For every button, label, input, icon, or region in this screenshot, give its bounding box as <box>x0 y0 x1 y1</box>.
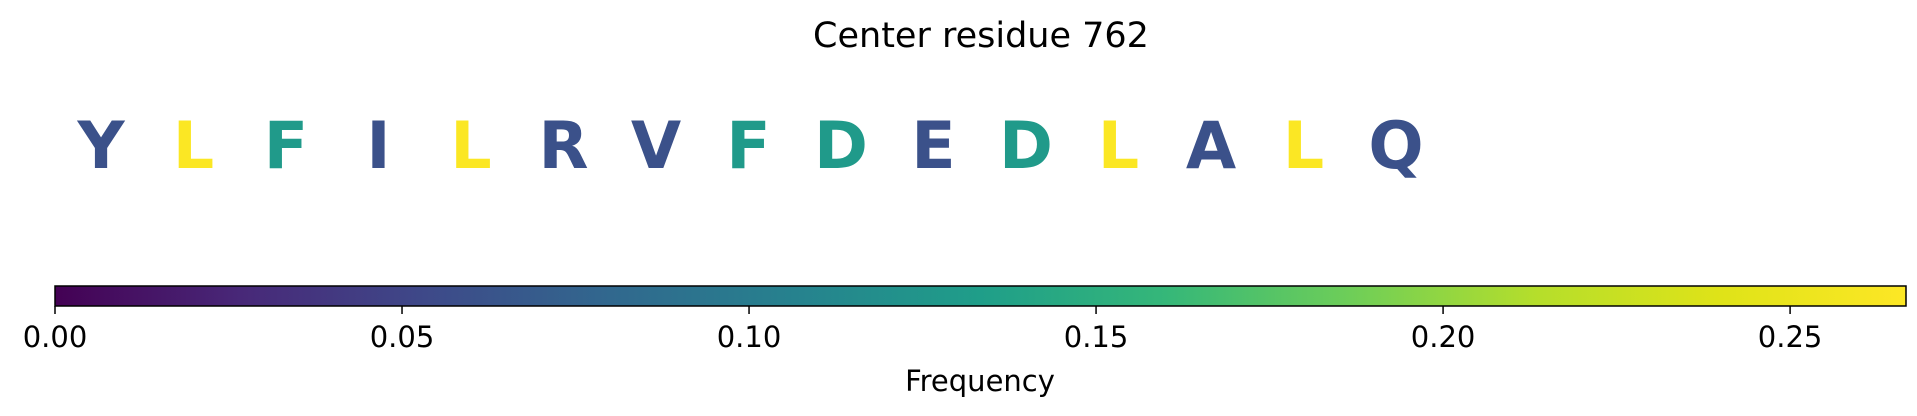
colorbar-tick-label: 0.25 <box>1758 320 1823 354</box>
residue-letter: A <box>1186 109 1236 184</box>
chart-title: Center residue 762 <box>813 16 1149 56</box>
residue-letter: D <box>999 109 1053 184</box>
residue-letter: L <box>450 109 491 184</box>
residue-letter: D <box>814 109 868 184</box>
colorbar-label: Frequency <box>905 364 1055 398</box>
colorbar-gradient <box>54 285 1907 307</box>
residue-letter: Q <box>1368 109 1423 184</box>
residue-letter: F <box>726 109 770 184</box>
colorbar-tick-label: 0.20 <box>1411 320 1476 354</box>
residue-letter: L <box>1098 109 1139 184</box>
colorbar: 0.00 0.05 0.10 0.15 0.20 0.25 Frequency <box>23 285 1907 398</box>
residue-letter: E <box>911 109 955 184</box>
residue-letter: F <box>264 109 308 184</box>
residue-letter: L <box>1283 109 1324 184</box>
residue-letter: Y <box>76 109 125 184</box>
residue-letter: L <box>173 109 214 184</box>
residue-letter: R <box>538 109 588 184</box>
residue-letter: I <box>366 109 390 184</box>
residue-letter: V <box>631 109 681 184</box>
colorbar-tick-label: 0.10 <box>717 320 782 354</box>
colorbar-tick-label: 0.00 <box>23 320 88 354</box>
colorbar-tick-label: 0.05 <box>370 320 435 354</box>
colorbar-tick-label: 0.15 <box>1064 320 1129 354</box>
colorbar-ticks: 0.00 0.05 0.10 0.15 0.20 0.25 <box>23 306 1823 354</box>
